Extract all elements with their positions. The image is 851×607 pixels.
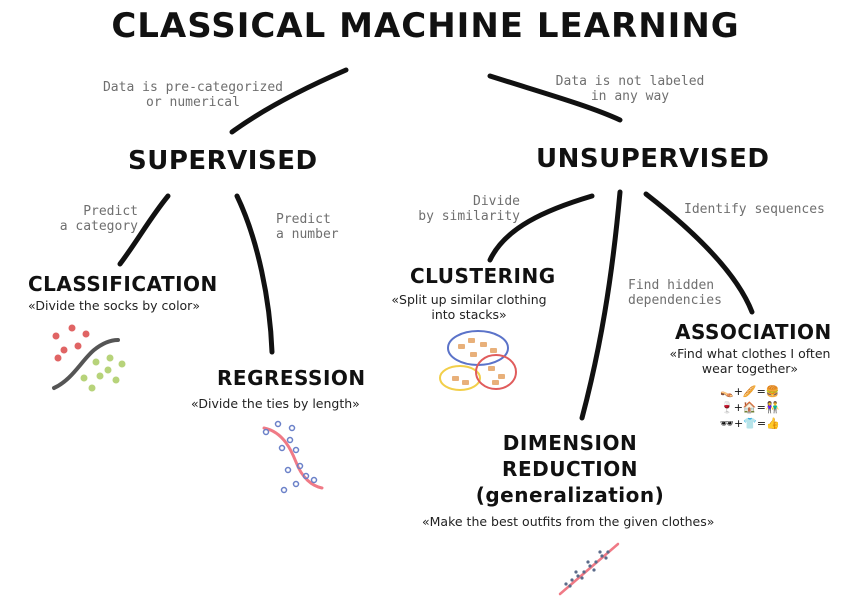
edge-label-unsupervised: Data is not labeled in any way [540,74,720,104]
clustering-example-line: into stacks» [431,307,507,322]
edge-label-line: Data is pre-categorized [102,80,283,95]
clustering-example: «Split up similar clothing into stacks» [384,292,554,322]
page-title: CLASSICAL MACHINE LEARNING [111,6,740,46]
association-icons: 👡+🥖=🍔 🍷+🏠=👫 🕶+👕=👍 [720,384,790,432]
association-example-line: «Find what clothes I often [669,346,831,361]
heading-supervised: SUPERVISED [128,146,318,176]
edge-label-regression: Predict a number [276,212,339,242]
edge-label-line: Find hidden [628,278,715,293]
plus-icon: + [733,385,743,398]
classification-example: «Divide the socks by color» [28,298,200,313]
bread-icon: 🥖 [742,385,757,398]
heading-regression: REGRESSION [217,366,366,390]
association-row: 🍷+🏠=👫 [720,400,790,416]
wine-icon: 🍷 [720,401,734,414]
line-supervised-regression [234,193,275,355]
house-icon: 🏠 [742,401,757,414]
edge-label-line: in any way [590,89,670,104]
edge-label-supervised: Data is pre-categorized or numerical [88,80,298,110]
sandal-icon: 👡 [720,385,734,398]
line-root-unsupervised [487,73,623,123]
sunglasses-icon: 🕶 [720,417,734,430]
line-unsupervised-clustering [487,193,595,263]
edge-label-association: Identify sequences [684,202,825,217]
line-supervised-classification [117,193,171,267]
dimension-reduction-label-line: (generalization) [475,483,665,507]
heading-dimension-reduction: DIMENSION REDUCTION (generalization) [470,430,670,508]
line-unsupervised-association [643,191,755,315]
edge-label-line: Predict [83,204,138,219]
line-root-supervised [229,67,349,135]
heading-classification: CLASSIFICATION [28,272,218,296]
thumbs-up-icon: 👍 [766,417,780,430]
regression-example: «Divide the ties by length» [191,396,360,411]
association-row: 👡+🥖=🍔 [720,384,790,400]
edge-label-line: or numerical [146,95,240,110]
tshirt-icon: 👕 [743,417,757,430]
equals-icon: = [756,417,767,430]
edge-label-line: Divide [473,194,520,209]
dimension-reduction-example: «Make the best outfits from the given cl… [422,514,715,529]
edge-label-line: a number [276,227,339,242]
plus-icon: + [733,401,743,414]
edge-label-line: a category [59,219,138,234]
edge-label-classification: Predict a category [34,204,138,234]
edge-label-line: Data is not labeled [555,74,705,89]
edge-label-line: dependencies [628,293,722,308]
equals-icon: = [756,401,766,414]
plus-icon: + [733,417,744,430]
dimension-reduction-label-line: DIMENSION [502,431,638,455]
heading-clustering: CLUSTERING [410,264,556,288]
heading-association: ASSOCIATION [675,320,832,344]
association-example: «Find what clothes I often wear together… [652,346,848,376]
association-example-line: wear together» [701,361,799,376]
line-unsupervised-dimension [579,189,623,421]
heading-unsupervised: UNSUPERVISED [536,144,770,174]
dimension-reduction-label-line: REDUCTION [502,457,638,481]
burger-icon: 🍔 [765,385,780,398]
edge-label-line: Predict [276,212,331,227]
edge-label-line: by similarity [418,209,520,224]
edge-label-dimension-reduction: Find hidden dependencies [628,278,722,308]
association-row: 🕶+👕=👍 [720,416,790,432]
clustering-example-line: «Split up similar clothing [391,292,547,307]
edge-label-clustering: Divide by similarity [410,194,520,224]
equals-icon: = [756,385,766,398]
couple-icon: 👫 [765,401,780,414]
